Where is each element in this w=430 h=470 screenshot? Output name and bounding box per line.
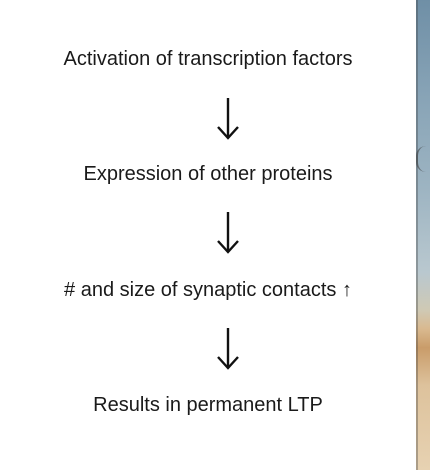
flow-diagram: Activation of transcription factors Expr… [63, 48, 353, 416]
step-transcription-factors: Activation of transcription factors [63, 48, 353, 70]
image-edge-detail [416, 146, 426, 172]
step-synaptic-contacts: # and size of synaptic contacts ↑ [64, 279, 352, 301]
down-arrow-icon [217, 328, 239, 370]
adjacent-image-edge [416, 0, 430, 470]
step-protein-expression: Expression of other proteins [83, 163, 333, 185]
down-arrow-icon [217, 212, 239, 254]
step-permanent-ltp: Results in permanent LTP [93, 394, 323, 416]
down-arrow-icon [217, 98, 239, 140]
